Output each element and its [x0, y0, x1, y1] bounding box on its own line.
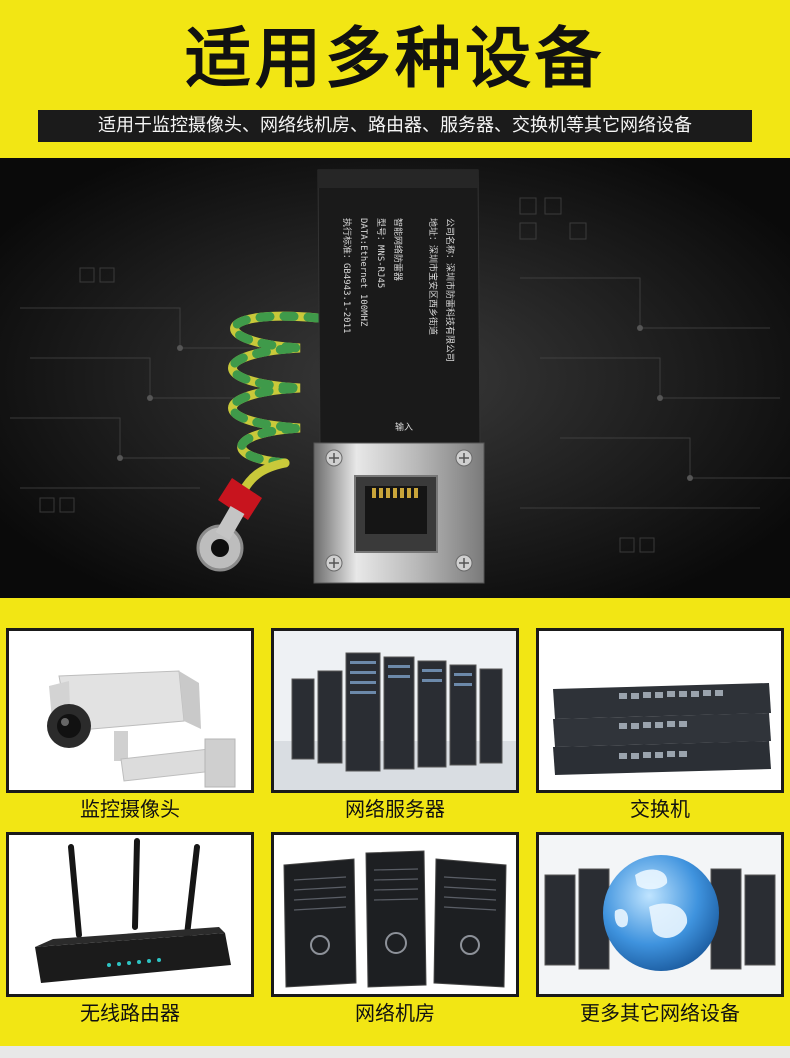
device-label-machine-room: 网络机房 — [355, 1001, 435, 1025]
device-card-server — [271, 628, 519, 793]
tower-server-icon — [274, 835, 516, 994]
device-card-camera — [6, 628, 254, 793]
subtitle-text: 适用于监控摄像头、网络线机房、路由器、服务器、交换机等其它网络设备 — [98, 115, 692, 136]
device-card-router — [6, 832, 254, 997]
product-text-line-5: 地址：深圳市宝安区西乡街道 — [427, 218, 439, 335]
device-label-server: 网络服务器 — [345, 797, 445, 821]
product-text-line-6: 公司名称：深圳市防雷科技有限公司 — [444, 218, 456, 362]
network-switch-icon — [539, 631, 781, 790]
product-text-line-2: 型号：MNS-RJ45 — [375, 218, 386, 288]
device-grid: 监控摄像头 — [0, 598, 790, 1058]
device-label-more: 更多其它网络设备 — [580, 1001, 740, 1025]
product-text-line-3: DATA:Ethernet 100MHZ — [358, 218, 368, 327]
server-rack-icon — [274, 631, 516, 790]
page-title: 适用多种设备 — [185, 20, 605, 97]
device-card-more — [536, 832, 784, 997]
camera-icon — [9, 631, 251, 790]
product-text-line-4: 执行标准：GB4943.1-2011 — [341, 218, 353, 333]
header-banner: 适用多种设备 适用于监控摄像头、网络线机房、路由器、服务器、交换机等其它网络设备 — [0, 0, 790, 160]
surge-protector-image: 智能网络防雷器 型号：MNS-RJ45 DATA:Ethernet 100MHZ… — [0, 158, 790, 598]
device-label-camera: 监控摄像头 — [80, 797, 180, 821]
device-card-switch — [536, 628, 784, 793]
product-text-line-1: 智能网络防雷器 — [392, 218, 404, 281]
bottom-strip — [0, 1046, 790, 1058]
globe-network-icon — [539, 835, 781, 994]
subtitle-bar: 适用于监控摄像头、网络线机房、路由器、服务器、交换机等其它网络设备 — [38, 110, 752, 142]
device-label-router: 无线路由器 — [80, 1001, 180, 1025]
product-hero: 智能网络防雷器 型号：MNS-RJ45 DATA:Ethernet 100MHZ… — [0, 158, 790, 598]
port-label: 输入 — [395, 421, 413, 433]
wifi-router-icon — [9, 835, 251, 994]
device-label-switch: 交换机 — [630, 797, 690, 821]
device-card-machine-room — [271, 832, 519, 997]
